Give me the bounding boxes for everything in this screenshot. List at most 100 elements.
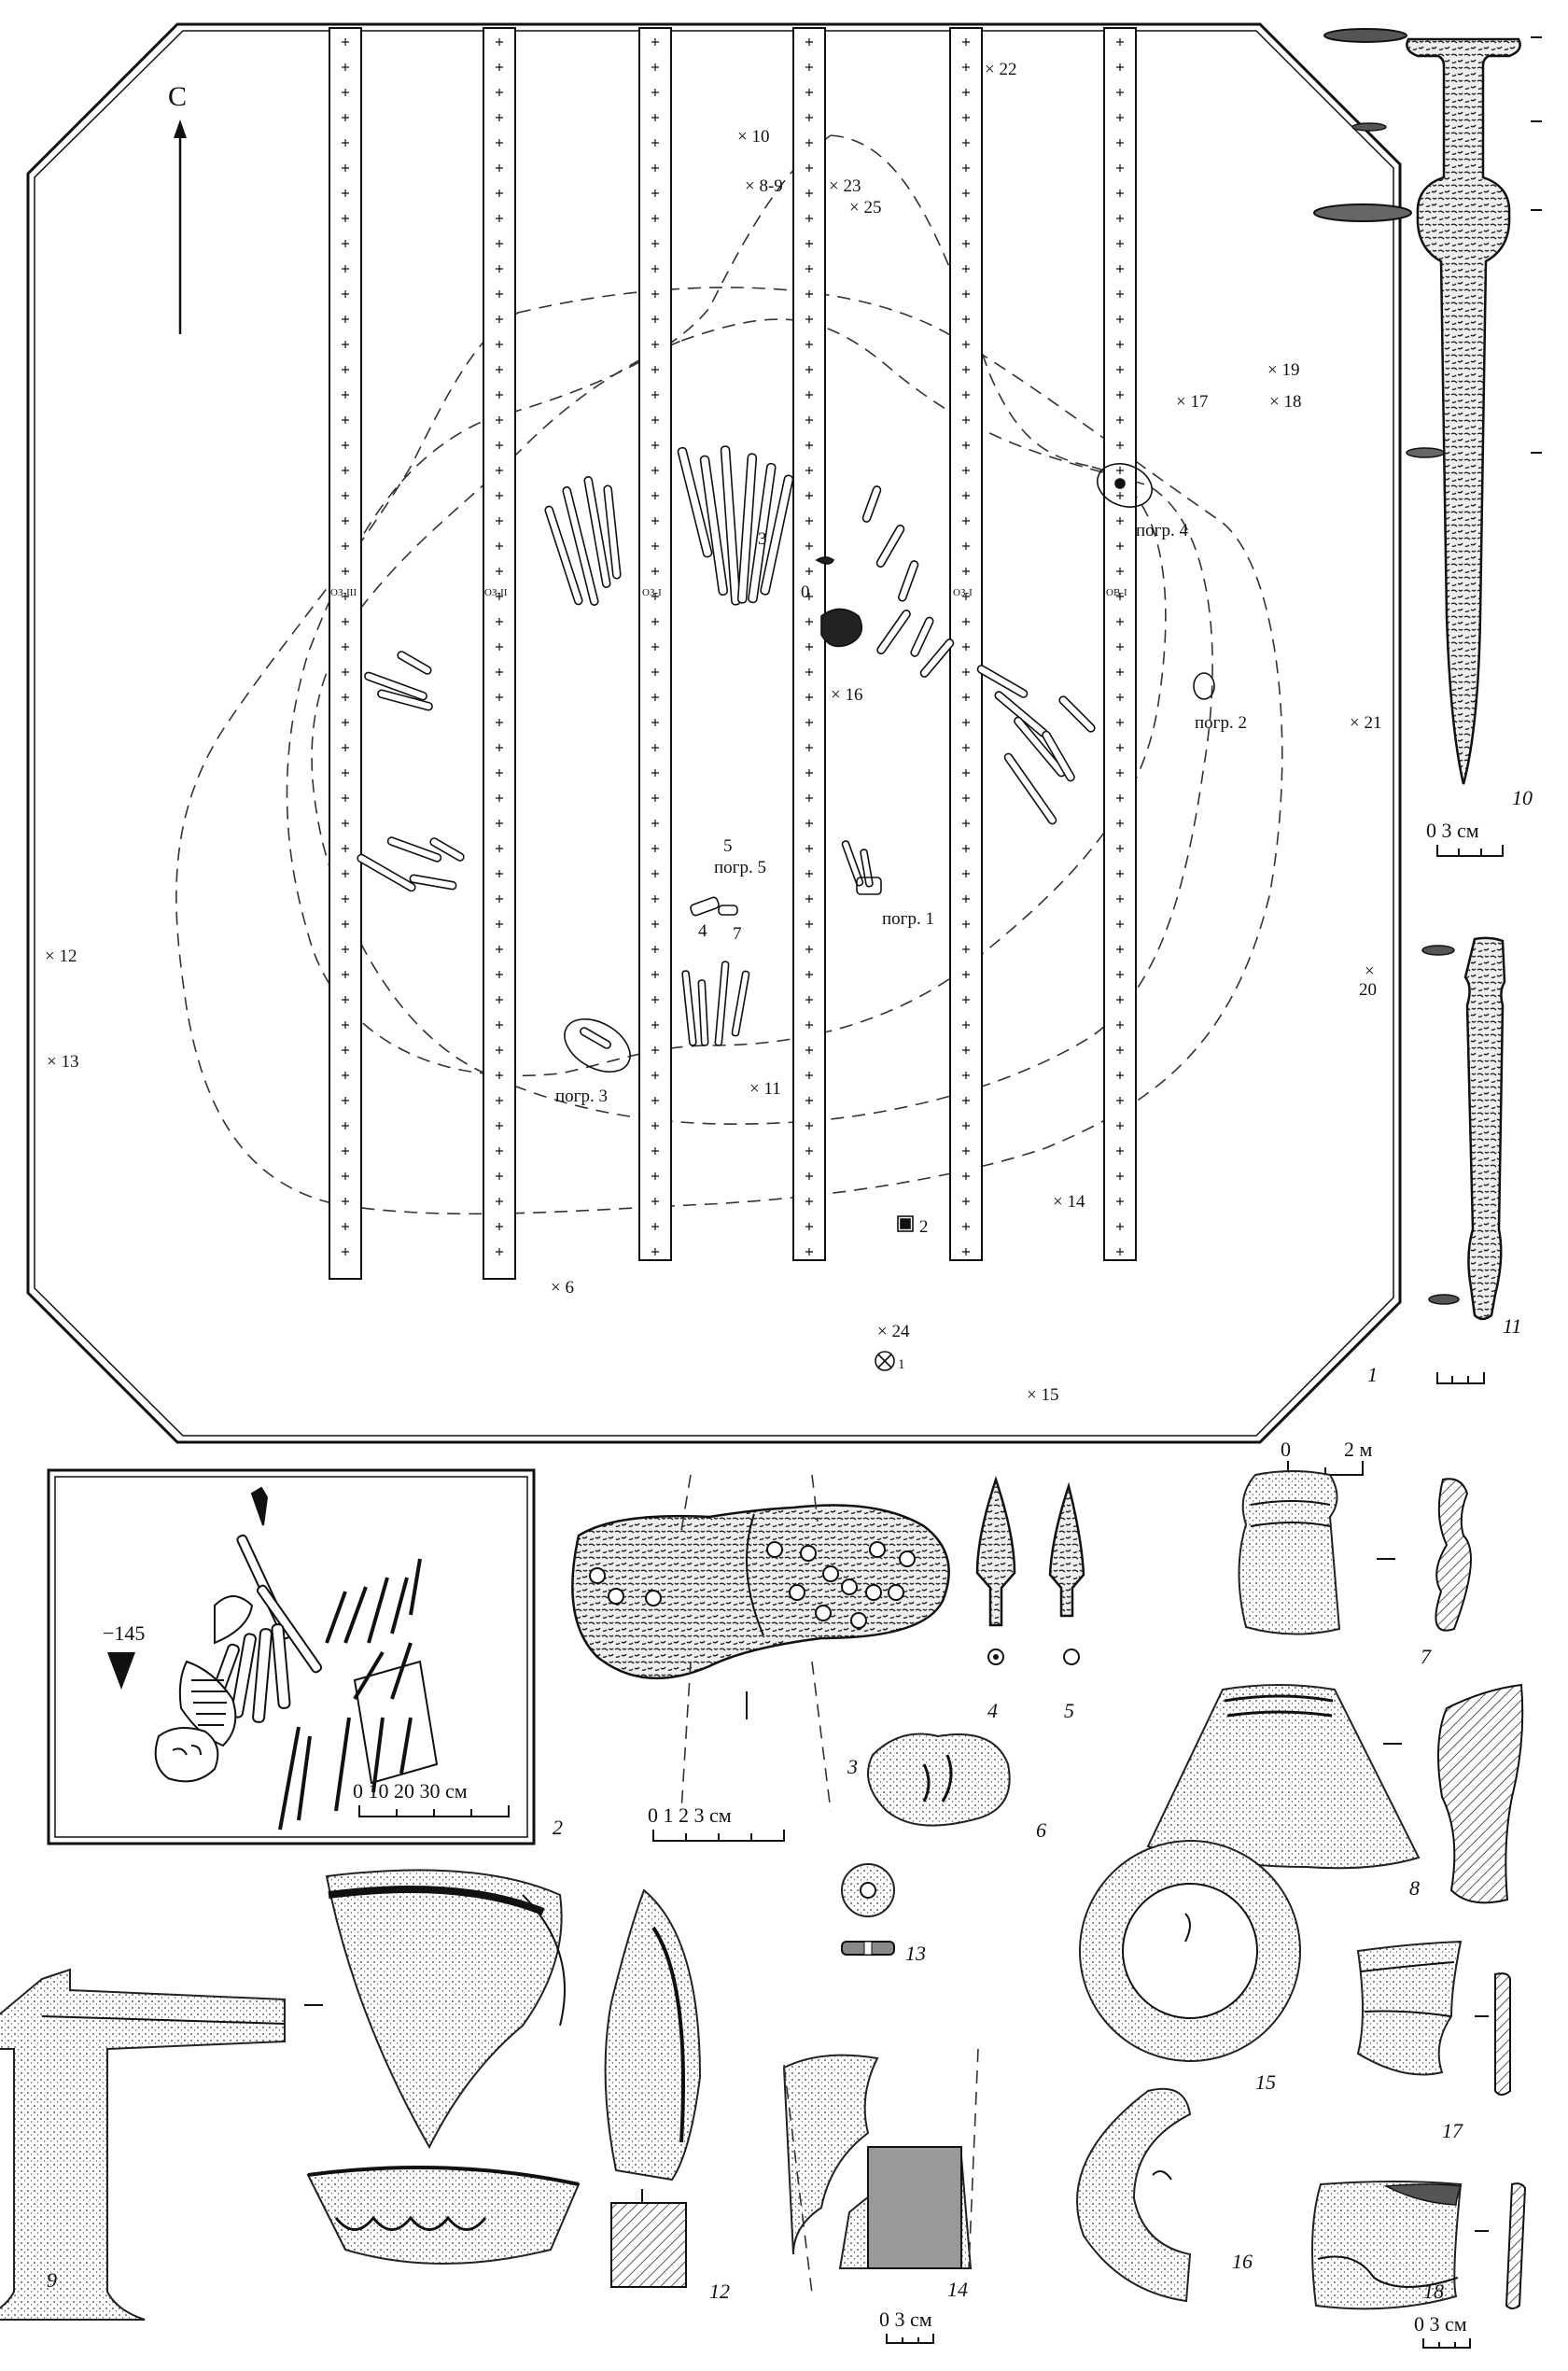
trench-tick: [805, 316, 813, 323]
trench-tick: [1116, 719, 1124, 726]
trench-tick: [496, 1021, 503, 1029]
trench-tick: [1116, 618, 1124, 625]
trench-tick: [651, 694, 659, 701]
trench-tick: [962, 341, 970, 348]
trench-tick: [805, 971, 813, 978]
trench-tick: [496, 215, 503, 222]
trench-tick: [651, 1248, 659, 1256]
trench-tick: [496, 265, 503, 273]
find-2-square: [897, 1215, 914, 1232]
trench-tick: [962, 1046, 970, 1054]
bowl-fragment-base: [306, 2166, 581, 2265]
trench-tick: [496, 114, 503, 121]
trench-tick: [962, 920, 970, 928]
trench-tick: [342, 114, 349, 121]
trench-tick: [496, 996, 503, 1003]
plan-frame-outer: [26, 22, 1402, 1444]
trench-tick: [1116, 341, 1124, 348]
trench-tick: [1116, 946, 1124, 953]
trench-tick: [342, 769, 349, 777]
find-label-12: × 12: [45, 947, 77, 966]
trench-tick: [651, 38, 659, 46]
trench-labels: ОЗ-III ОЗ-II ОЗ-I ОЗ-I ОВ-I: [330, 587, 1127, 598]
figure-12-number: 12: [709, 2280, 730, 2303]
trench-tick: [651, 391, 659, 399]
trench-tick: [651, 920, 659, 928]
find-label-22: × 22: [985, 60, 1016, 79]
trench-tick: [962, 240, 970, 247]
trench-tick: [496, 1097, 503, 1104]
figure-18-sherd: 18 0 3 см: [1311, 2181, 1527, 2349]
trench-tick: [496, 920, 503, 928]
trench-tick: [962, 542, 970, 550]
trench-tick: [651, 668, 659, 676]
trench-tick: [496, 946, 503, 953]
trench-tick: [805, 265, 813, 273]
trench-tick: [496, 593, 503, 600]
trench-tick: [962, 442, 970, 449]
trench-tick: [651, 189, 659, 197]
trench-tick: [805, 820, 813, 827]
trench-tick: [651, 1198, 659, 1205]
trench-tick: [962, 744, 970, 751]
trench-tick: [962, 366, 970, 373]
find-label-20-mark: ×: [1365, 961, 1375, 981]
trench-tick: [1116, 240, 1124, 247]
trench-tick: [342, 1072, 349, 1079]
trench-tick: [651, 744, 659, 751]
trench-tick: [651, 416, 659, 424]
trench-tick: [651, 593, 659, 600]
trench-tick: [805, 946, 813, 953]
trench-tick: [651, 895, 659, 903]
trench-tick: [1116, 895, 1124, 903]
trench-tick: [805, 240, 813, 247]
figure-9-scale: 0 3 см: [1426, 819, 1479, 842]
find-label-16: × 16: [831, 685, 862, 705]
trench-tick: [962, 845, 970, 852]
trench-tick: [651, 794, 659, 802]
inset-scale: 0 10 20 30 см: [353, 1779, 468, 1803]
trench-tick: [1116, 769, 1124, 777]
trench-tick: [651, 290, 659, 298]
trench-tick: [962, 946, 970, 953]
figure-3-scale: 0 1 2 3 см: [648, 1803, 732, 1827]
trench-tick: [962, 189, 970, 197]
bone-cluster-center-north: [677, 445, 794, 606]
trench-tick: [805, 164, 813, 172]
figure-15-number: 15: [1255, 2070, 1276, 2094]
trench-tick: [496, 1072, 503, 1079]
trench-tick: [342, 971, 349, 978]
trench-tick: [496, 467, 503, 474]
trench-tick: [805, 467, 813, 474]
trench-tick: [962, 114, 970, 121]
trench-tick: [962, 1172, 970, 1180]
trench-tick: [651, 114, 659, 121]
trench-tick: [342, 189, 349, 197]
trench-tick: [962, 517, 970, 525]
trench-tick: [962, 391, 970, 399]
burial-label-5: погр. 5: [714, 858, 766, 877]
trench-tick: [1116, 366, 1124, 373]
trench-tick: [496, 366, 503, 373]
excavation-outline-outer: [175, 287, 1283, 1215]
trench-tick: [1116, 593, 1124, 600]
trench-tick: [962, 643, 970, 651]
trench-tick: [651, 341, 659, 348]
find-label-11: × 11: [749, 1079, 781, 1099]
trench-tick: [342, 1198, 349, 1205]
trench-tick: [962, 467, 970, 474]
trench-tick: [651, 568, 659, 575]
trench-tick: [805, 416, 813, 424]
find-label-10: × 10: [737, 127, 769, 147]
trench-tick: [342, 946, 349, 953]
figure-8-number: 8: [1409, 1876, 1420, 1900]
trench-tick: [342, 1097, 349, 1104]
trench-tick: [805, 114, 813, 121]
figure-16-ring-fragment: 16: [1076, 2087, 1253, 2303]
figure-18-number: 18: [1423, 2280, 1444, 2303]
trench-tick: [496, 568, 503, 575]
trench-tick: [1116, 467, 1124, 474]
trench-tick: [342, 89, 349, 96]
trench-tick: [1116, 164, 1124, 172]
figure-16-number: 16: [1232, 2250, 1253, 2273]
